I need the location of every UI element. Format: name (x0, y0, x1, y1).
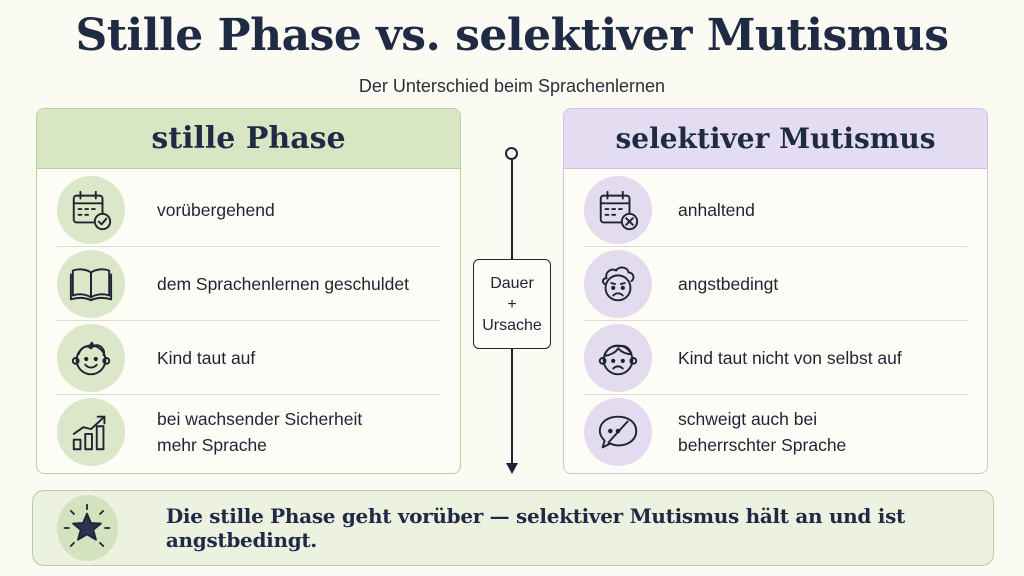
axis-label-dauer: Dauer (490, 274, 534, 292)
page-subtitle: Der Unterschied beim Sprachenlernen (358, 76, 666, 96)
list-item: dem Sprachenlernen geschuldet (57, 247, 440, 321)
axis-label-box: Dauer + Ursache (473, 259, 551, 349)
list-item: anhaltend (584, 173, 967, 247)
summary-text: Die stille Phase geht vorüber — selektiv… (165, 504, 905, 552)
item-label: Kind taut auf (157, 347, 256, 368)
page-title: Stille Phase vs. selektiver Mutismus (75, 10, 949, 61)
item-label: schweigt auch bei beherrschter Sprache (678, 409, 847, 455)
panel-stille-phase: stille Phase vorübergehend (36, 108, 461, 474)
list-item: vorübergehend (57, 173, 440, 247)
panel-heading-stille-phase: stille Phase (37, 109, 460, 169)
worried-cloud-face-icon (584, 249, 652, 318)
item-label: dem Sprachenlernen geschuldet (157, 273, 409, 294)
calendar-check-icon (57, 175, 125, 244)
smiling-child-icon (57, 323, 125, 392)
item-label: bei wachsender Sicherheit mehr Sprache (157, 409, 363, 455)
item-label: Kind taut nicht von selbst auf (678, 347, 902, 368)
growth-chart-icon (57, 398, 125, 466)
axis-start-dot (505, 147, 518, 160)
item-label: anhaltend (678, 199, 755, 220)
star-icon (57, 495, 118, 561)
list-item: angstbedingt (584, 247, 967, 321)
item-label: vorübergehend (157, 199, 275, 220)
panel-heading-selektiver-mutismus: selektiver Mutismus (564, 109, 987, 169)
list-item: Kind taut nicht von selbst auf (584, 321, 967, 395)
item-label: angstbedingt (678, 273, 779, 294)
list-item: Kind taut auf (57, 321, 440, 395)
sad-child-icon (584, 323, 652, 392)
muted-speech-bubble-icon (584, 398, 652, 466)
summary-banner: Die stille Phase geht vorüber — selektiv… (32, 490, 994, 566)
axis-label-ursache: Ursache (482, 316, 542, 334)
list-item: bei wachsender Sicherheit mehr Sprache (57, 395, 440, 469)
open-book-icon (57, 249, 125, 318)
axis-arrow-down-icon (506, 463, 518, 474)
list-item: schweigt auch bei beherrschter Sprache (584, 395, 967, 469)
calendar-x-icon (584, 175, 652, 244)
panel-selektiver-mutismus: selektiver Mutismus anhaltend (563, 108, 988, 474)
axis-label-plus: + (507, 295, 517, 313)
